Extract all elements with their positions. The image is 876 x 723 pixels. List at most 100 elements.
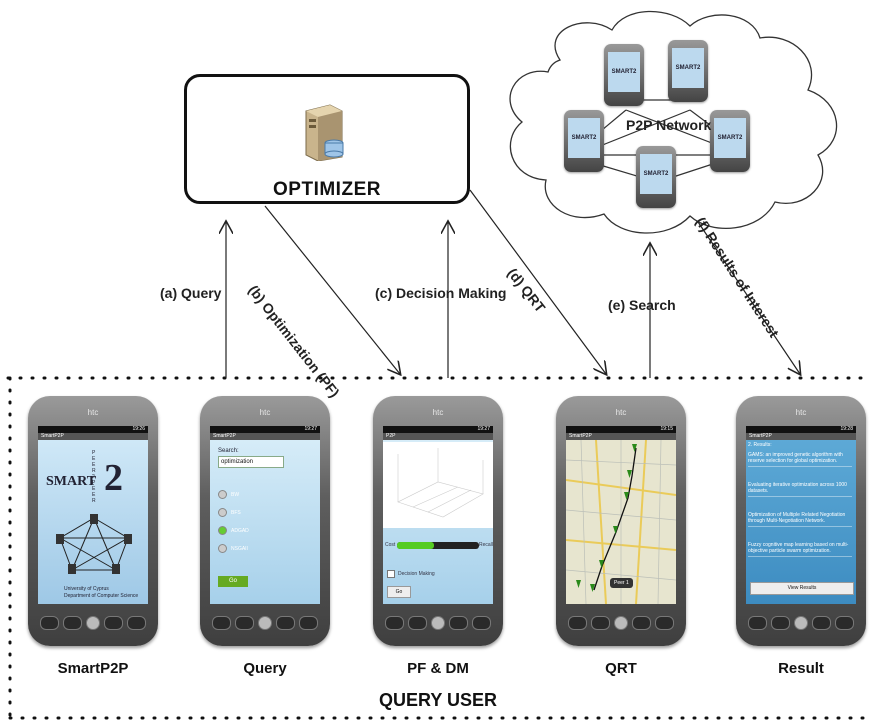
app-title-bar: P2P bbox=[383, 433, 493, 440]
trackball-icon[interactable] bbox=[431, 616, 445, 630]
optimizer-box: OPTIMIZER bbox=[184, 74, 470, 204]
search-key-icon[interactable] bbox=[835, 616, 854, 630]
arrow-d bbox=[469, 189, 606, 374]
app-title-bar: SmartP2P bbox=[210, 433, 320, 440]
phone-caption: PF & DM bbox=[407, 660, 469, 677]
server-icon bbox=[305, 104, 344, 161]
p2p-cloud bbox=[509, 10, 838, 234]
view-results-button[interactable]: View Results bbox=[750, 582, 854, 595]
status-bar: 19:27 bbox=[383, 426, 493, 433]
phone-5: htc 19:28 SmartP2P 2. Results: GAMS: an … bbox=[736, 396, 866, 646]
query-user-title: QUERY USER bbox=[378, 690, 498, 710]
screen-content: 2. Results: GAMS: an improved genetic al… bbox=[746, 440, 856, 604]
search-key-icon[interactable] bbox=[299, 616, 318, 630]
home-key-icon[interactable] bbox=[748, 616, 767, 630]
menu-key-icon[interactable] bbox=[591, 616, 610, 630]
trackball-icon[interactable] bbox=[794, 616, 808, 630]
p2p-node-phone: SMART2 bbox=[710, 110, 750, 172]
p2p-network-title: P2P Network bbox=[626, 117, 712, 133]
phone-screen: 19:28 SmartP2P 2. Results: GAMS: an impr… bbox=[746, 426, 856, 604]
results-heading: 2. Results: bbox=[748, 442, 772, 448]
decision-making-checkbox[interactable]: Decision Making bbox=[387, 570, 435, 578]
screen-content: SMART 2 PEER2PEER University of Cyprus D… bbox=[38, 440, 148, 604]
hardware-keys bbox=[40, 614, 146, 632]
cost-recall-slider[interactable] bbox=[397, 542, 479, 549]
search-key-icon[interactable] bbox=[655, 616, 674, 630]
brand-label: htc bbox=[615, 408, 627, 417]
p2p-node-screen: SMART2 bbox=[608, 52, 640, 92]
app-title-bar: SmartP2P bbox=[566, 433, 676, 440]
algorithm-option[interactable]: NSGAII bbox=[218, 544, 248, 553]
home-key-icon[interactable] bbox=[568, 616, 587, 630]
home-key-icon[interactable] bbox=[212, 616, 231, 630]
p2p-node-phone: SMART2 bbox=[564, 110, 604, 172]
phone-screen: 19:27 P2P Cost Recall Decision Making Go bbox=[383, 426, 493, 604]
university-footer: University of Cyprus bbox=[64, 586, 109, 592]
arrow-b bbox=[264, 205, 400, 374]
phone-3: htc 19:27 P2P Cost Recall Decision Makin… bbox=[373, 396, 503, 646]
go-button[interactable]: Go bbox=[387, 586, 411, 598]
status-bar: 19:27 bbox=[210, 426, 320, 433]
app-title-bar: SmartP2P bbox=[746, 433, 856, 440]
search-key-icon[interactable] bbox=[127, 616, 146, 630]
hardware-keys bbox=[385, 614, 491, 632]
app-title-bar: SmartP2P bbox=[38, 433, 148, 440]
option-label: ADGAD bbox=[231, 527, 249, 534]
search-key-icon[interactable] bbox=[472, 616, 491, 630]
home-key-icon[interactable] bbox=[385, 616, 404, 630]
screen-content: Peer 1 bbox=[566, 440, 676, 604]
option-label: NSGAII bbox=[231, 545, 248, 552]
option-label: BW bbox=[231, 491, 240, 498]
phone-caption: SmartP2P bbox=[57, 660, 129, 677]
brand-label: htc bbox=[87, 408, 99, 417]
slider-fill bbox=[397, 542, 434, 549]
brand-label: htc bbox=[432, 408, 444, 417]
status-bar: 19:28 bbox=[746, 426, 856, 433]
back-key-icon[interactable] bbox=[104, 616, 123, 630]
go-button[interactable]: Go bbox=[218, 576, 248, 587]
menu-key-icon[interactable] bbox=[63, 616, 82, 630]
smart-logo-super: 2 bbox=[104, 457, 123, 499]
trackball-icon[interactable] bbox=[86, 616, 100, 630]
p2p-node-phone: SMART2 bbox=[604, 44, 644, 106]
radio-icon bbox=[218, 544, 227, 553]
phone-screen: 19:15 SmartP2P Peer 1 bbox=[566, 426, 676, 604]
hardware-keys bbox=[212, 614, 318, 632]
status-bar: 19:26 bbox=[38, 426, 148, 433]
back-key-icon[interactable] bbox=[632, 616, 651, 630]
menu-key-icon[interactable] bbox=[408, 616, 427, 630]
slider-left-label: Cost bbox=[385, 542, 396, 548]
back-key-icon[interactable] bbox=[449, 616, 468, 630]
phone-screen: 19:26 SmartP2P SMART 2 PEER2PEER Univers… bbox=[38, 426, 148, 604]
home-key-icon[interactable] bbox=[40, 616, 59, 630]
route-map bbox=[566, 440, 676, 604]
search-input[interactable]: optimization bbox=[218, 456, 284, 468]
radio-icon bbox=[218, 526, 227, 535]
phone-caption: Query bbox=[243, 660, 287, 677]
option-label: BFS bbox=[231, 509, 241, 516]
trackball-icon[interactable] bbox=[614, 616, 628, 630]
trackball-icon[interactable] bbox=[258, 616, 272, 630]
algorithm-option[interactable]: BFS bbox=[218, 508, 241, 517]
back-key-icon[interactable] bbox=[812, 616, 831, 630]
label-c: (c) Decision Making bbox=[375, 285, 507, 301]
brand-label: htc bbox=[259, 408, 271, 417]
label-a: (a) Query bbox=[160, 285, 222, 301]
p2p-node-screen: SMART2 bbox=[714, 118, 746, 158]
label-e: (e) Search bbox=[608, 297, 676, 313]
menu-key-icon[interactable] bbox=[771, 616, 790, 630]
result-item[interactable]: GAMS: an improved genetic algorithm with… bbox=[748, 452, 852, 467]
algorithm-option[interactable]: ADGAD bbox=[218, 526, 249, 535]
screen-content: Cost Recall Decision Making Go bbox=[383, 440, 493, 604]
smart-logo: SMART bbox=[46, 474, 97, 489]
menu-key-icon[interactable] bbox=[235, 616, 254, 630]
result-item[interactable]: Fuzzy cognitive map learning based on mu… bbox=[748, 542, 852, 557]
back-key-icon[interactable] bbox=[276, 616, 295, 630]
brand-label: htc bbox=[795, 408, 807, 417]
algorithm-option[interactable]: BW bbox=[218, 490, 239, 499]
phone-4: htc 19:15 SmartP2P Peer 1 bbox=[556, 396, 686, 646]
phone-caption: QRT bbox=[605, 660, 637, 677]
result-item[interactable]: Evaluating iterative optimization across… bbox=[748, 482, 852, 497]
result-item[interactable]: Optimization of Multiple Related Negotia… bbox=[748, 512, 852, 527]
